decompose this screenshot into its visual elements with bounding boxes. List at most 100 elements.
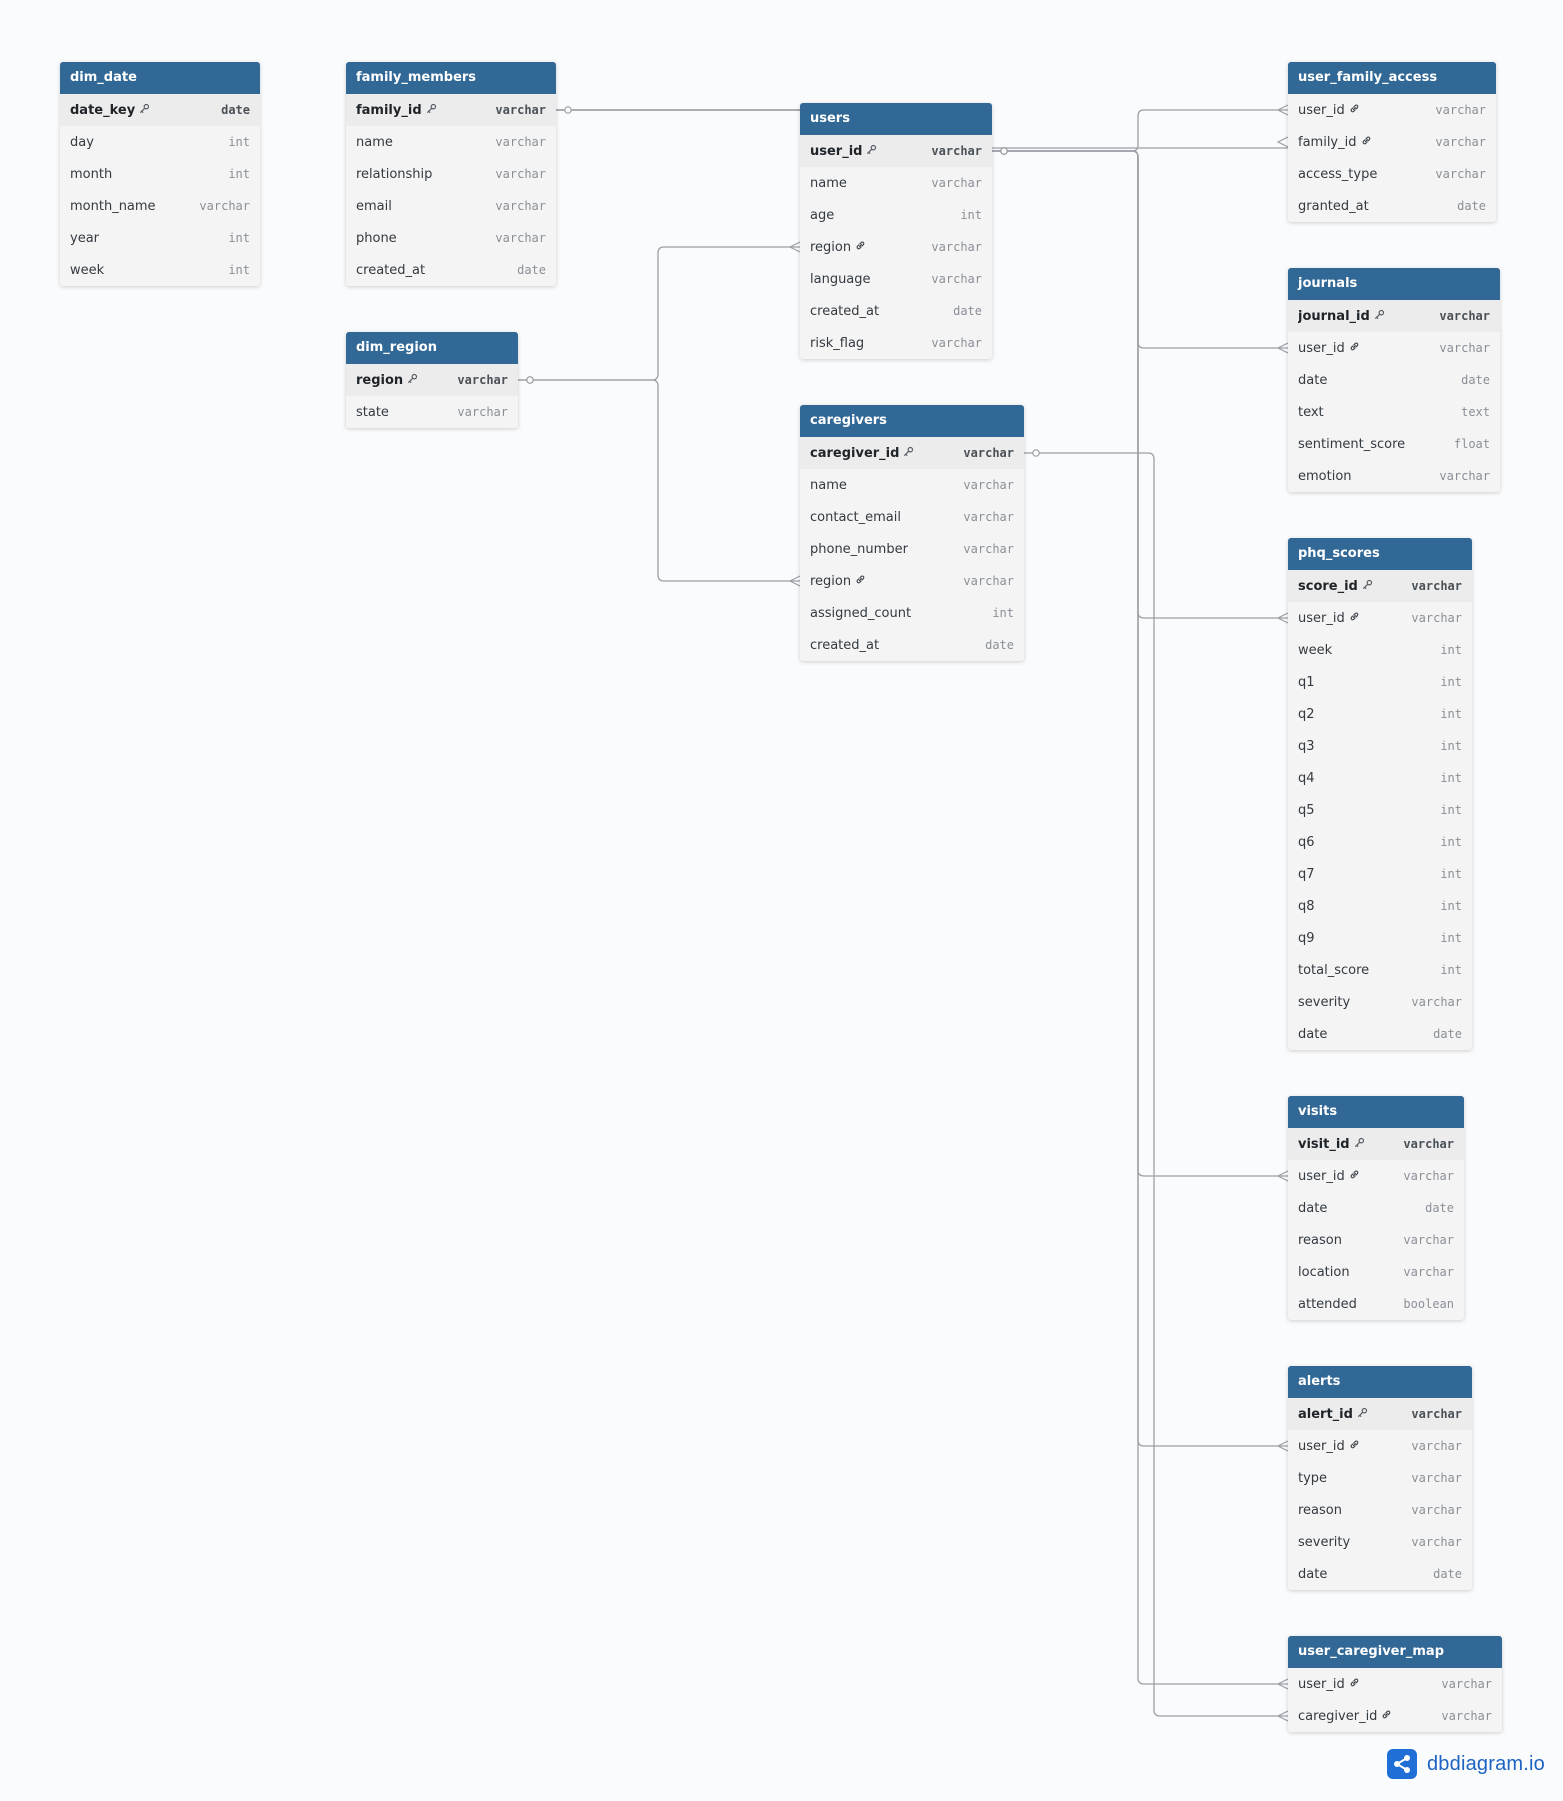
relation-line[interactable] <box>992 150 1288 349</box>
relation-line[interactable] <box>992 150 1288 1447</box>
relation-line[interactable] <box>518 246 800 381</box>
table-header[interactable]: dim_date <box>60 62 260 94</box>
table-header[interactable]: dim_region <box>346 332 518 364</box>
relation-line[interactable] <box>992 109 1288 152</box>
table-header[interactable]: family_members <box>346 62 556 94</box>
relation-line[interactable] <box>992 150 1288 619</box>
relation-line[interactable] <box>1024 452 1288 1717</box>
table-header[interactable]: user_family_access <box>1288 62 1496 94</box>
table-header[interactable]: alerts <box>1288 1366 1472 1398</box>
relation-line[interactable] <box>992 150 1288 1685</box>
table-header[interactable]: user_caregiver_map <box>1288 1636 1502 1668</box>
table-header[interactable]: users <box>800 103 992 135</box>
table-header[interactable]: caregivers <box>800 405 1024 437</box>
column-type: int <box>992 606 1014 620</box>
relation-line[interactable] <box>992 150 1288 1177</box>
relation-line[interactable] <box>518 379 800 582</box>
table-header[interactable]: visits <box>1288 1096 1464 1128</box>
table-header[interactable]: journals <box>1288 268 1500 300</box>
table-header[interactable]: phq_scores <box>1288 538 1472 570</box>
brand-watermark[interactable]: dbdiagram.io <box>1386 1749 1545 1779</box>
